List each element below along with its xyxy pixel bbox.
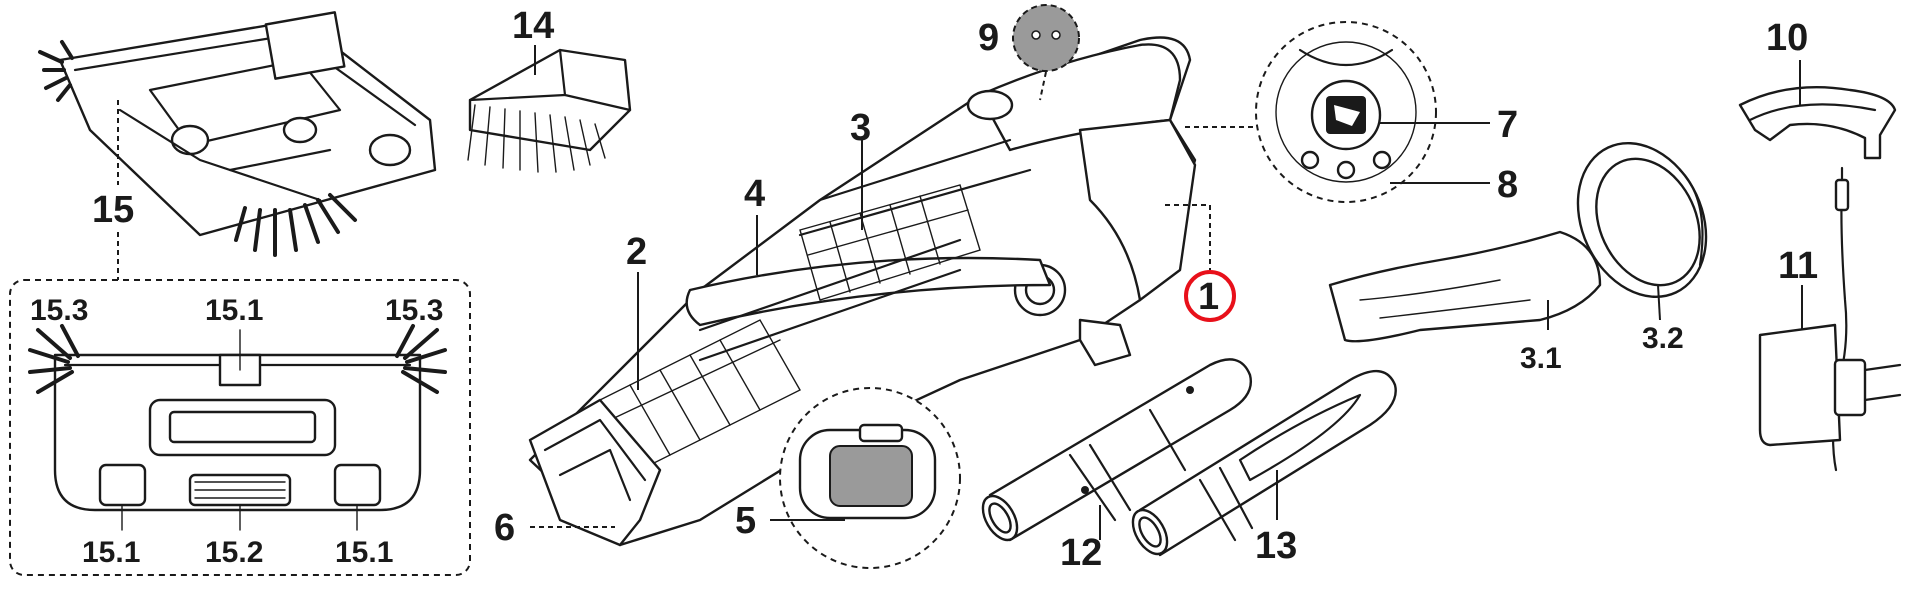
highlight-circle-1 <box>1184 270 1236 322</box>
floor-brush-underside <box>28 324 447 531</box>
label-15-3-right: 15.3 <box>385 294 443 327</box>
brush-tool-part <box>467 45 632 173</box>
brush-bristles-right <box>234 193 357 257</box>
filter-detail-inset <box>779 387 961 569</box>
filter-ring-part <box>1576 141 1708 321</box>
label-6: 6 <box>494 507 515 549</box>
label-9: 9 <box>978 17 999 59</box>
label-15: 15 <box>92 189 134 231</box>
clip-part <box>1738 60 1897 160</box>
floor-brush-part <box>38 11 437 257</box>
label-3-1: 3.1 <box>1520 342 1562 375</box>
seal-part-9 <box>1012 4 1080 101</box>
brush-bristles-left <box>38 40 74 102</box>
filter-bag-part <box>1328 230 1602 343</box>
motor-detail-inset <box>1255 21 1490 203</box>
label-3-2: 3.2 <box>1642 322 1684 355</box>
label-1: 1 <box>1198 276 1219 318</box>
floor-brush-detail-box <box>9 279 471 576</box>
label-11: 11 <box>1778 245 1818 287</box>
label-7: 7 <box>1497 104 1518 146</box>
label-3: 3 <box>850 107 871 149</box>
label-12: 12 <box>1060 532 1102 574</box>
extension-tube-part <box>981 358 1252 542</box>
label-13: 13 <box>1255 525 1297 567</box>
label-5: 5 <box>735 500 756 542</box>
label-15-2: 15.2 <box>205 536 263 569</box>
label-15-1-top: 15.1 <box>205 294 263 327</box>
label-14: 14 <box>512 5 554 47</box>
brush-tool-bristles <box>467 104 606 173</box>
charger-part <box>1758 166 1902 472</box>
label-10: 10 <box>1766 17 1808 59</box>
label-15-3-left: 15.3 <box>30 294 88 327</box>
crevice-tool-part <box>1131 370 1397 557</box>
handheld-vacuum-body <box>528 36 1197 547</box>
label-15-1-left: 15.1 <box>82 536 140 569</box>
label-8: 8 <box>1497 164 1518 206</box>
filter-grid <box>799 184 981 301</box>
label-2: 2 <box>626 231 647 273</box>
label-15-1-right: 15.1 <box>335 536 393 569</box>
label-4: 4 <box>744 173 765 215</box>
